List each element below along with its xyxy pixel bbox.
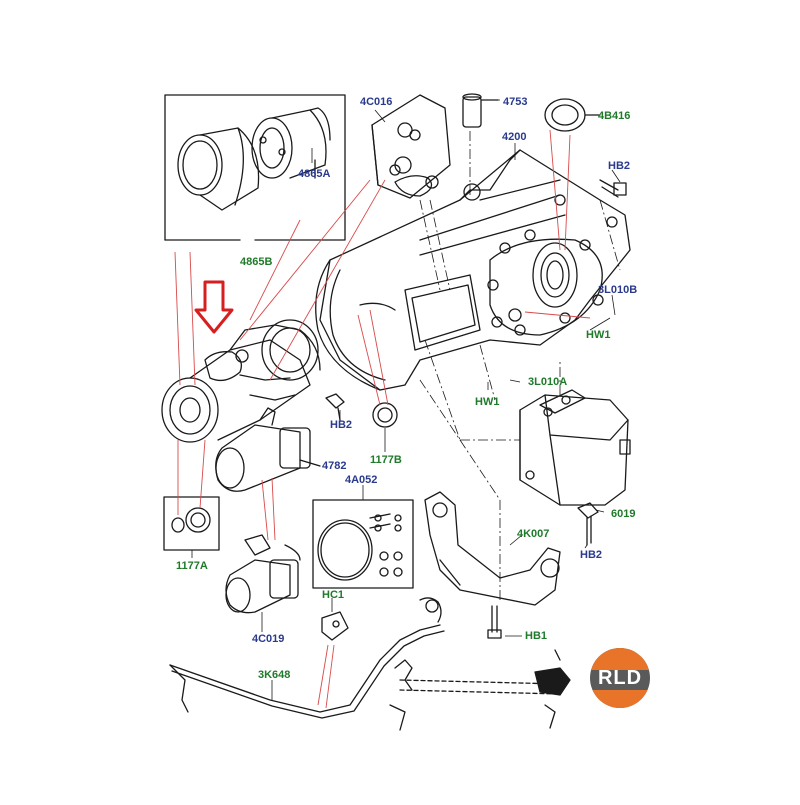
kit-box-4A052 xyxy=(312,499,414,589)
box-1177A xyxy=(163,496,220,551)
label-4782: 4782 xyxy=(322,460,347,472)
bracket-4K007 xyxy=(424,491,561,606)
module-6019 xyxy=(519,389,631,506)
label-HC1: HC1 xyxy=(322,589,345,601)
label-4753: 4753 xyxy=(503,96,528,108)
label-6019: 6019 xyxy=(611,508,636,520)
label-1177B: 1177B xyxy=(370,454,402,466)
transfer-case-housing xyxy=(315,149,631,391)
label-4C016: 4C016 xyxy=(360,96,393,108)
motor-4782 xyxy=(215,407,321,492)
label-4200: 4200 xyxy=(502,131,527,143)
label-HB2-mid: HB2 xyxy=(330,419,353,431)
label-HB2-bottom: HB2 xyxy=(580,549,603,561)
bolt-HB2-top xyxy=(599,179,627,198)
bolt-HB1 xyxy=(487,605,502,639)
label-HB1: HB1 xyxy=(525,630,548,642)
connector-HC1 xyxy=(321,611,349,641)
harness-3K648 xyxy=(169,597,571,731)
label-3L010B: 3L010B xyxy=(598,284,638,296)
plug-4753 xyxy=(462,93,499,128)
label-4865B: 4865B xyxy=(240,256,273,268)
label-4C019: 4C019 xyxy=(252,633,285,645)
label-1177A: 1177A xyxy=(176,560,208,572)
module-4C016 xyxy=(371,94,451,199)
label-4B416: 4B416 xyxy=(598,110,631,122)
label-HW1-right: HW1 xyxy=(586,329,611,341)
bolt-HB2-bottom xyxy=(577,502,599,546)
rld-logo: RLD xyxy=(590,648,650,708)
motor-4C019 xyxy=(225,534,301,614)
inset-box-4865 xyxy=(164,94,346,241)
label-3K648: 3K648 xyxy=(258,669,291,681)
seal-1177B xyxy=(372,402,398,428)
label-3L010A: 3L010A xyxy=(528,376,568,388)
label-HB2-top: HB2 xyxy=(608,160,631,172)
label-4K007: 4K007 xyxy=(517,528,550,540)
down-arrow-icon xyxy=(194,280,234,334)
label-4865A: 4865A xyxy=(298,168,331,180)
bolt-HB2-mid xyxy=(325,393,345,421)
label-4A052: 4A052 xyxy=(345,474,378,486)
rld-logo-text: RLD xyxy=(597,666,643,689)
label-HW1-mid: HW1 xyxy=(475,396,500,408)
